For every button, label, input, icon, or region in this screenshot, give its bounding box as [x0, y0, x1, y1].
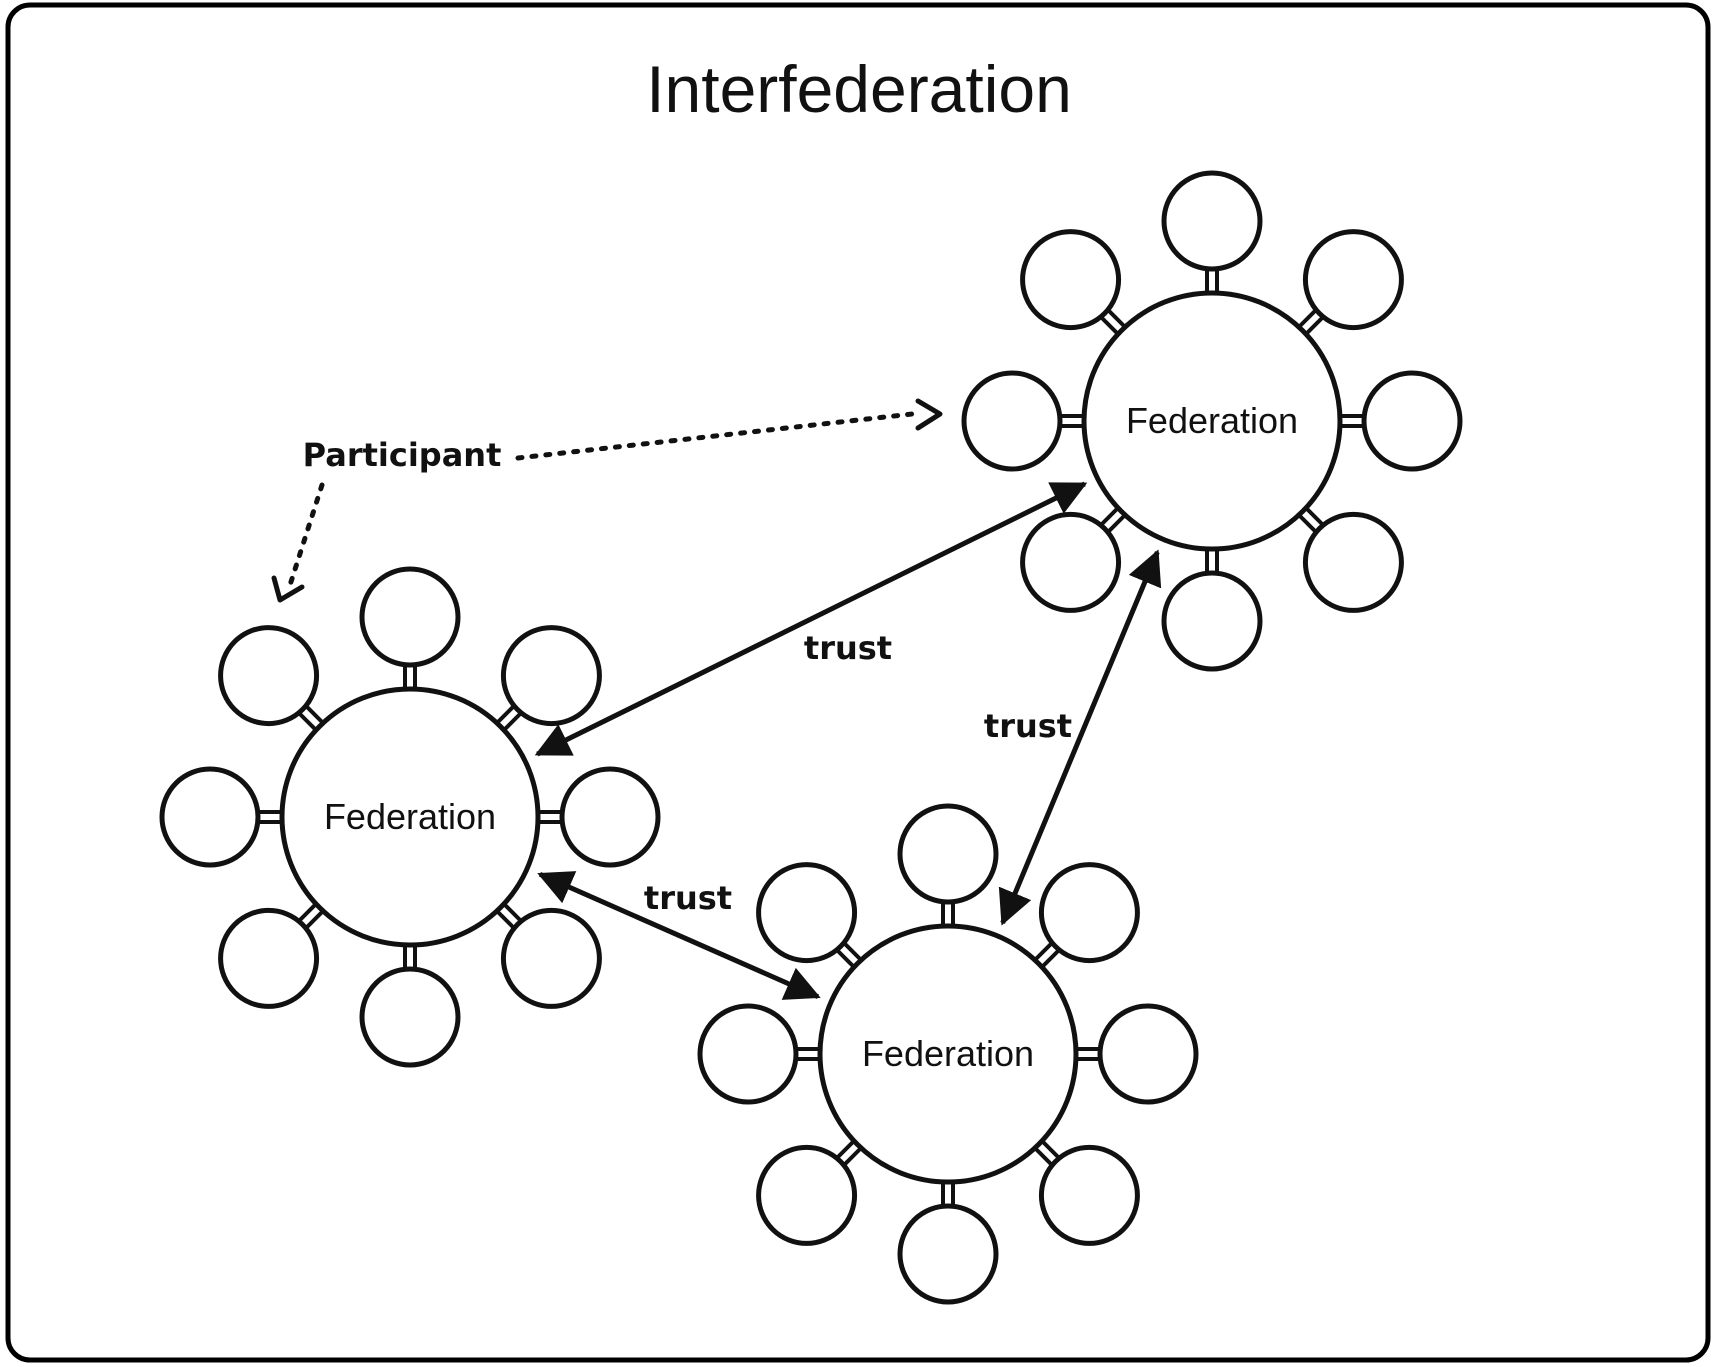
- participant-node: [756, 1144, 858, 1246]
- participant-connector: [1039, 947, 1062, 970]
- participant-connector: [834, 1138, 857, 1161]
- participant-connector: [1032, 940, 1055, 963]
- trust-link-left-top: [534, 481, 1088, 757]
- participant-connector: [501, 901, 524, 924]
- participant-node: [1302, 229, 1404, 331]
- federation-label: Federation: [324, 796, 496, 837]
- participant-connector: [841, 1145, 864, 1168]
- trust-link-left-bottom: [537, 871, 821, 1000]
- participant-label: Participant: [303, 436, 502, 474]
- participant-arrowhead-down: [271, 575, 305, 603]
- federation-hub: [817, 923, 1079, 1185]
- participant-node: [218, 625, 320, 727]
- participant-pointer-right: [515, 411, 915, 461]
- participant-annotation: Participant: [271, 398, 943, 603]
- participant-node: [218, 907, 320, 1009]
- federation-label: Federation: [1126, 400, 1298, 441]
- federation-label: Federation: [862, 1033, 1034, 1074]
- participant-connector: [1296, 307, 1319, 330]
- participant-node: [1020, 229, 1122, 331]
- federation-hub: [1081, 290, 1343, 552]
- participant-connector: [501, 710, 524, 733]
- participant-node: [1097, 1003, 1199, 1105]
- participant-pointer-down: [287, 482, 325, 588]
- trust-label-top-bottom: trust: [984, 707, 1072, 745]
- participant-connector: [1296, 512, 1319, 535]
- participant-node: [1038, 862, 1140, 964]
- participant-connector: [494, 703, 517, 726]
- federation-top: Federation: [961, 170, 1463, 672]
- participant-connector: [1303, 505, 1326, 528]
- participant-node: [500, 907, 602, 1009]
- participant-connector: [841, 940, 864, 963]
- participant-node: [1361, 370, 1463, 472]
- participant-arrowhead-right: [915, 398, 943, 431]
- participant-node: [1020, 511, 1122, 613]
- participant-node: [897, 803, 999, 905]
- diagram-title: Interfederation: [646, 52, 1072, 126]
- participant-connector: [303, 908, 326, 931]
- participant-connector: [1098, 314, 1121, 337]
- trust-links: trust trust trust: [534, 481, 1162, 1000]
- participant-node: [756, 862, 858, 964]
- participant-node: [961, 370, 1063, 472]
- participant-connector: [296, 901, 319, 924]
- federation-hub: [279, 686, 541, 948]
- participant-connector: [1032, 1145, 1055, 1168]
- participant-connector: [1039, 1138, 1062, 1161]
- participant-node: [159, 766, 261, 868]
- participant-connector: [1098, 505, 1121, 528]
- participant-node: [1302, 511, 1404, 613]
- participant-node: [500, 625, 602, 727]
- participant-node: [1161, 570, 1263, 672]
- participant-connector: [296, 710, 319, 733]
- participant-connector: [834, 947, 857, 970]
- participant-node: [359, 966, 461, 1068]
- participant-connector: [1105, 512, 1128, 535]
- trust-label-left-bottom: trust: [644, 879, 732, 917]
- trust-link-top-bottom: [998, 549, 1162, 926]
- participant-connector: [1105, 307, 1128, 330]
- participant-node: [1161, 170, 1263, 272]
- federation-bottom: Federation: [697, 803, 1199, 1305]
- participant-node: [559, 766, 661, 868]
- participant-connector: [1303, 314, 1326, 337]
- trust-label-left-top: trust: [804, 629, 892, 667]
- participant-node: [897, 1203, 999, 1305]
- participant-node: [697, 1003, 799, 1105]
- participant-node: [359, 566, 461, 668]
- participant-connector: [303, 703, 326, 726]
- participant-connector: [494, 908, 517, 931]
- federation-left: Federation: [159, 566, 661, 1068]
- participant-node: [1038, 1144, 1140, 1246]
